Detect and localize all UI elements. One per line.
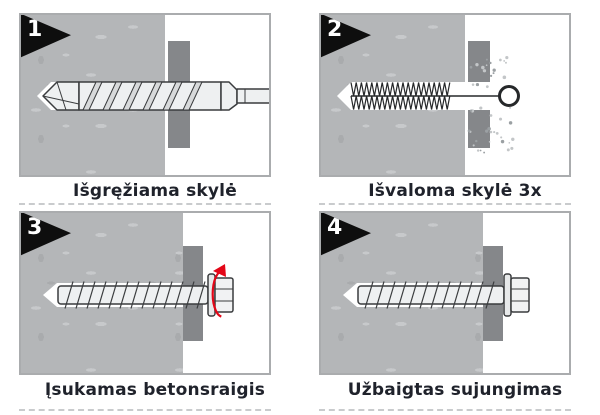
divider bbox=[319, 203, 571, 205]
divider bbox=[19, 409, 271, 411]
step-number: 2 bbox=[327, 17, 343, 42]
step-number: 1 bbox=[27, 17, 43, 42]
fixture-plate-lower bbox=[168, 110, 190, 148]
hammer-drill-bit bbox=[42, 81, 269, 111]
caption-step-1: Išgręžiama skylė bbox=[73, 181, 237, 201]
caption-step-3: Įsukamas betonsraigis bbox=[44, 380, 266, 400]
divider bbox=[19, 203, 271, 205]
rotation-arrow-icon bbox=[211, 264, 226, 318]
concrete-screw bbox=[57, 281, 209, 309]
fixture-plate-lower bbox=[468, 110, 490, 148]
brush-ring-handle bbox=[498, 85, 520, 107]
panel-step-2: 2 bbox=[319, 13, 571, 177]
concrete-screw bbox=[357, 281, 505, 309]
panel-step-4: 4 bbox=[319, 211, 571, 375]
caption-step-4: Užbaigtas sujungimas bbox=[347, 380, 563, 400]
dust-particles bbox=[467, 55, 515, 154]
step-number: 4 bbox=[327, 215, 343, 240]
fixture-plate-upper bbox=[168, 41, 190, 82]
divider bbox=[319, 409, 571, 411]
blow-out-brush bbox=[350, 82, 520, 110]
step-number: 3 bbox=[27, 215, 43, 240]
drill-illustration bbox=[37, 81, 269, 111]
screw-turning-illustration bbox=[43, 264, 234, 318]
brush-illustration bbox=[337, 55, 520, 154]
caption-step-2: Išvaloma skylė 3x bbox=[368, 181, 542, 201]
screw-head bbox=[503, 273, 530, 317]
panel-step-3: 3 bbox=[19, 211, 271, 375]
screw-seated-illustration bbox=[343, 273, 530, 317]
panel-step-1: 1 bbox=[19, 13, 271, 177]
